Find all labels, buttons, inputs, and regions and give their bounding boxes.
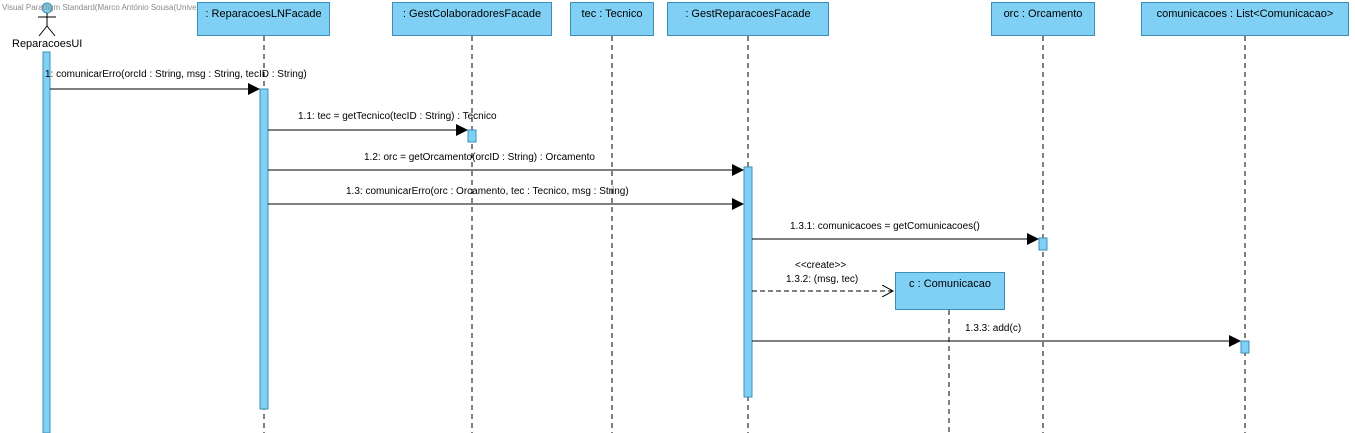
message-label-1-3-1: 1.3.1: comunicacoes = getComunicacoes() (790, 221, 980, 232)
message-label-1-2: 1.2: orc = getOrcamento(orcID : String) … (364, 152, 595, 163)
message-label-1: 1: comunicarErro(orcId : String, msg : S… (45, 69, 307, 80)
actor-icon (38, 2, 56, 37)
activation-comunicacoes (1240, 340, 1250, 354)
watermark-text: Visual Paradigm Standard(Marco António S… (2, 3, 250, 12)
activation-orcamento (1038, 237, 1048, 251)
created-object-comunicacao[interactable]: c : Comunicacao (895, 272, 1005, 310)
activation-gestcolaboradores (467, 129, 477, 143)
message-stereotype-1-3-2: <<create>> (795, 260, 847, 271)
activation-reparacoesln (259, 88, 269, 410)
lifeline-head-gestreparacoes[interactable]: : GestReparacoesFacade (667, 2, 829, 36)
lifeline-head-tecnico[interactable]: tec : Tecnico (570, 2, 654, 36)
activation-gestreparacoes (743, 166, 753, 398)
lifeline-head-comunicacoes[interactable]: comunicacoes : List<Comunicacao> (1141, 2, 1349, 36)
actor-lifeline-bar (42, 51, 51, 433)
actor-label: ReparacoesUI (12, 38, 83, 50)
message-label-1-1: 1.1: tec = getTecnico(tecID : String) : … (298, 111, 497, 122)
lifeline-head-orcamento[interactable]: orc : Orcamento (991, 2, 1095, 36)
message-label-1-3: 1.3: comunicarErro(orc : Orcamento, tec … (346, 186, 629, 197)
message-label-1-3-3: 1.3.3: add(c) (965, 323, 1022, 334)
lifeline-head-reparacoesln[interactable]: : ReparacoesLNFacade (197, 2, 330, 36)
lifeline-head-gestcolaboradores[interactable]: : GestColaboradoresFacade (392, 2, 552, 36)
message-label-1-3-2: 1.3.2: (msg, tec) (786, 274, 859, 285)
